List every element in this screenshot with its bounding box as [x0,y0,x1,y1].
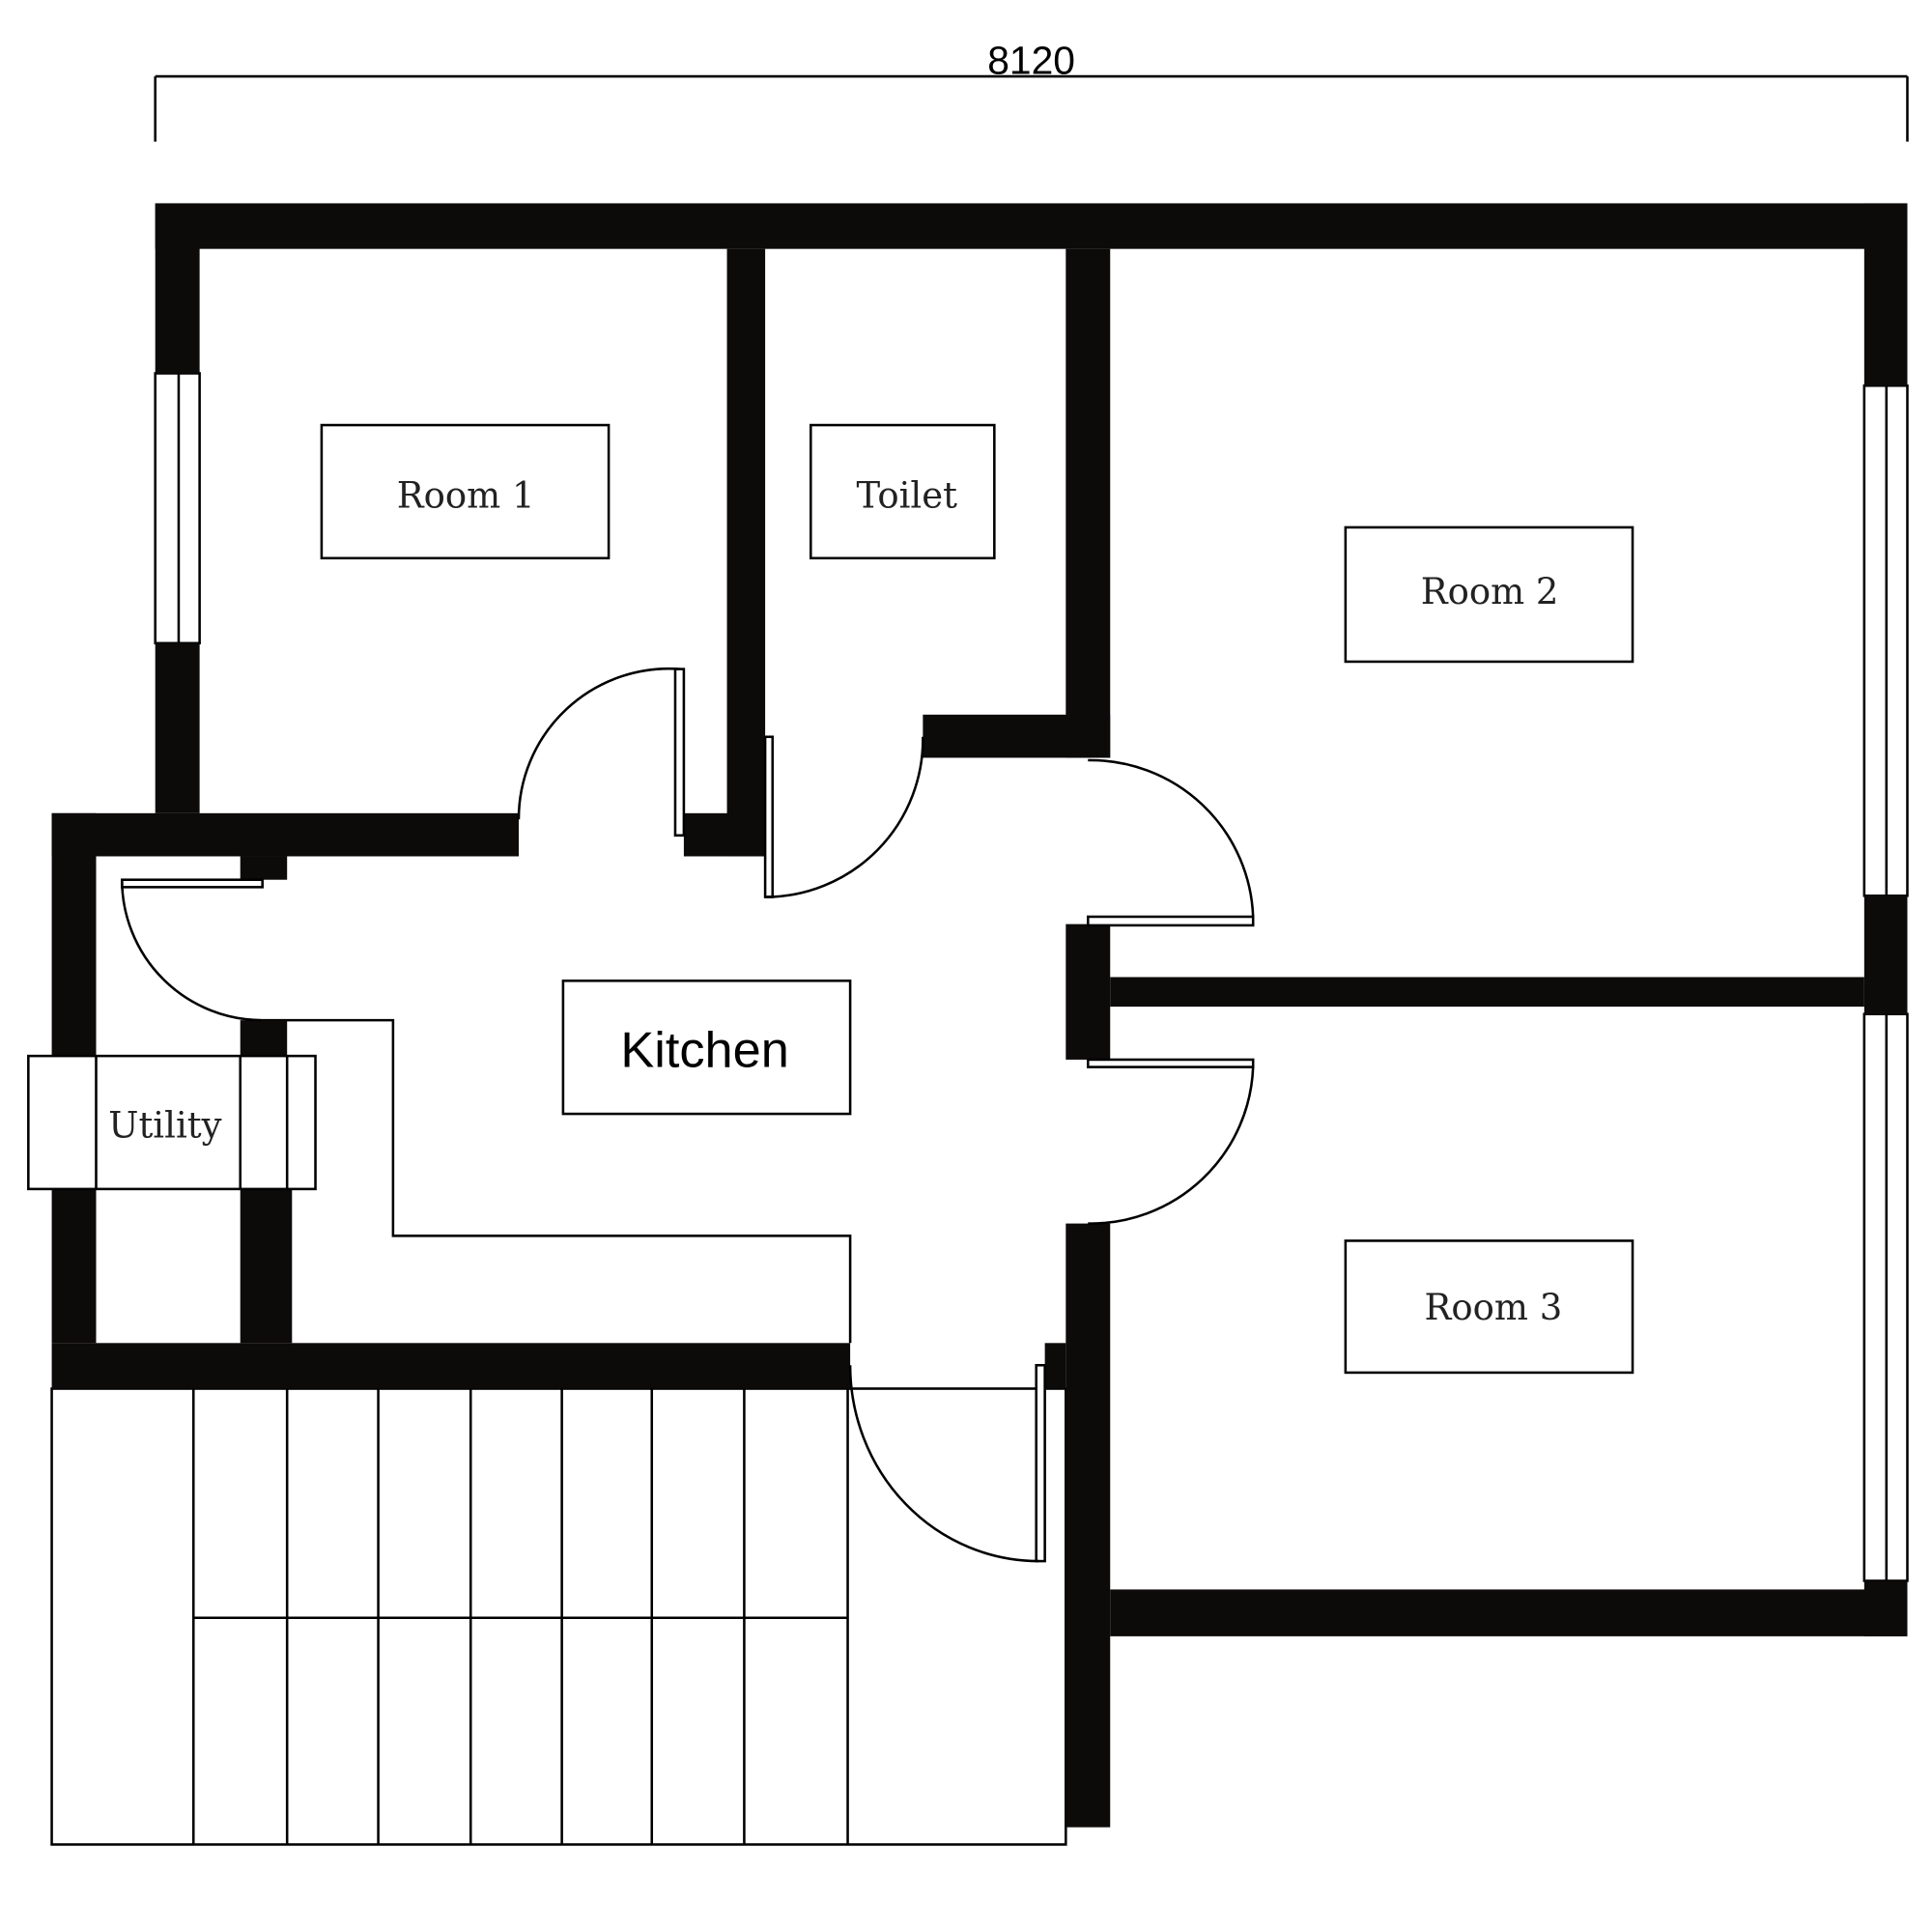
label-box-kitchen [561,980,852,1116]
room2-label: Room 2 [1421,571,1559,612]
toilet-label: Toilet [857,475,958,517]
staircase [50,1387,1067,1846]
kitchen-counter [262,1018,852,1344]
door-toilet[interactable] [763,735,924,898]
door-stair[interactable] [848,1363,1046,1563]
label-box-utility [27,1054,317,1191]
label-box-room1 [320,423,611,560]
label-box-toilet [810,423,996,560]
utility-label: Utility [108,1104,221,1146]
door-room2[interactable] [1087,758,1255,927]
label-box-room3 [1344,1239,1634,1375]
dimension-line [154,74,1909,142]
door-room1[interactable] [517,667,686,838]
room1-label: Room 1 [397,475,535,517]
door-utility[interactable] [121,878,264,1022]
dimension-label: 8120 [987,39,1075,83]
kitchen-label: Kitchen [620,1023,788,1079]
door-room3[interactable] [1087,1058,1255,1225]
room3-label: Room 3 [1425,1287,1563,1328]
walls [51,203,1908,1828]
label-box-room2 [1344,526,1634,664]
windows [154,372,1909,1582]
